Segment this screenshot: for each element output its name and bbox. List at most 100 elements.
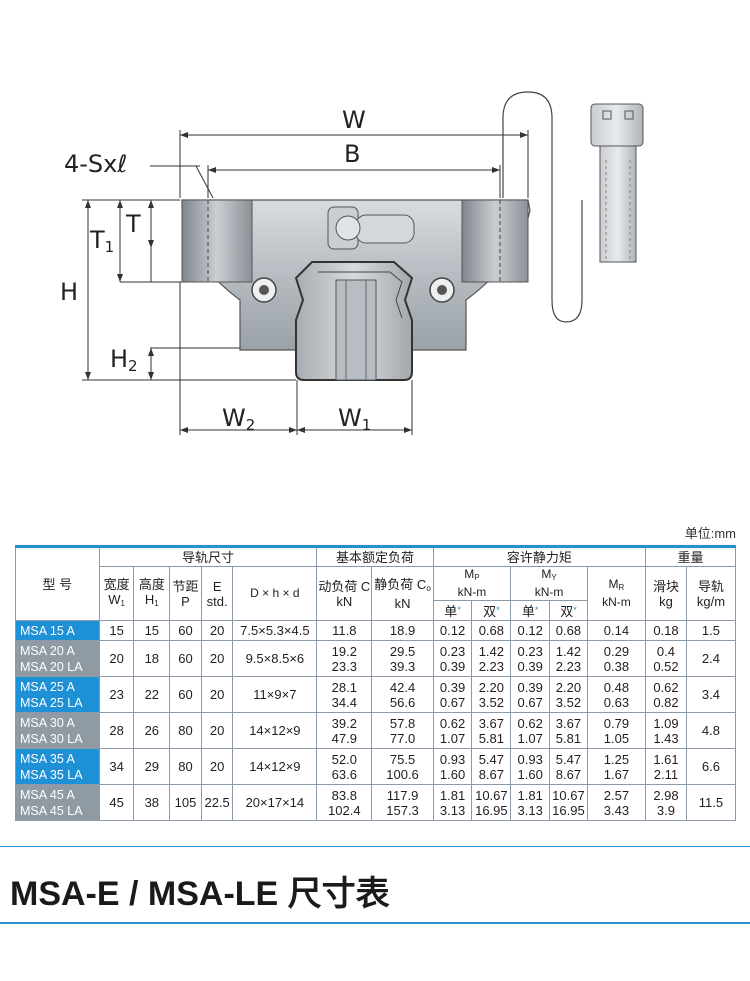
cell-value: 5.47 <box>478 751 505 767</box>
cell-value: 23.3 <box>331 658 357 674</box>
label-w1: W1 <box>338 404 372 434</box>
table-cell: 15 <box>98 620 135 641</box>
title-rule-top <box>0 846 750 847</box>
table-cell: 18 <box>133 640 171 677</box>
table-cell: 80 <box>169 712 202 749</box>
cell-value: 1.07 <box>439 730 466 746</box>
cell-value: 0.4 <box>656 643 675 659</box>
table-cell: 0.68 <box>549 620 588 641</box>
header-mp-single: 单* <box>432 600 473 621</box>
cell-value: 10.67 <box>475 787 508 803</box>
cell-value: MSA 20 A <box>20 643 75 658</box>
table-cell: 20 <box>200 748 234 785</box>
cell-value: 0.38 <box>603 658 630 674</box>
table-cell: 45 <box>98 784 135 821</box>
table-cell: 6.6 <box>685 748 737 785</box>
cell-value: 57.8 <box>389 715 416 731</box>
cell-value: 3.52 <box>478 694 505 710</box>
table-cell: 9.5×8.5×6 <box>232 640 318 677</box>
cell-value: 0.68 <box>555 623 582 638</box>
table-cell: 0.12 <box>510 620 551 641</box>
cell-value: 42.4 <box>389 679 416 695</box>
table-cell: 15 <box>133 620 171 641</box>
table-cell: 7.5×5.3×4.5 <box>232 620 318 641</box>
table-cell: 20×17×14 <box>232 784 318 821</box>
table-cell: 0.18 <box>645 620 687 641</box>
cell-value: 18.9 <box>389 623 416 638</box>
cell-value: 75.5 <box>389 751 416 767</box>
cell-value: 3.13 <box>517 802 543 818</box>
cell-value: 0.14 <box>603 623 630 638</box>
rail-bolt-hole <box>335 279 377 381</box>
cell-value: 1.07 <box>517 730 543 746</box>
cell-value: 5.47 <box>555 751 582 767</box>
cell-value: 16.95 <box>475 802 508 818</box>
dimension-lines <box>82 130 529 435</box>
cell-value: MSA 15 A <box>20 623 75 638</box>
cell-value: 2.20 <box>555 679 582 695</box>
cell-value: 3.67 <box>478 715 505 731</box>
cell-value: MSA 35 A <box>20 751 75 766</box>
cell-value: 5.81 <box>555 730 582 746</box>
table-cell: 34 <box>98 748 135 785</box>
table-cell: 80 <box>169 748 202 785</box>
bolt-icon <box>590 103 644 263</box>
table-cell: 28 <box>98 712 135 749</box>
cell-value: 1.42 <box>555 643 582 659</box>
cell-value: MSA 25 A <box>20 679 75 694</box>
header-rated-load: 基本额定负荷 <box>316 545 434 567</box>
cell-value: 0.39 <box>439 679 466 695</box>
table-cell: 23 <box>98 676 135 713</box>
cell-value: 5.81 <box>478 730 505 746</box>
table-cell: 1.5 <box>685 620 737 641</box>
label-h2: H2 <box>110 345 138 375</box>
cell-value: 19.2 <box>331 643 357 659</box>
header-my-double: 双* <box>549 600 588 621</box>
cell-value: 1.09 <box>653 715 679 731</box>
label-b: B <box>344 140 361 168</box>
label-t: T <box>126 210 141 238</box>
cell-value: 0.18 <box>653 623 679 638</box>
cell-value: 100.6 <box>386 766 419 782</box>
table-cell: 22.5 <box>200 784 234 821</box>
cell-value: 8.67 <box>478 766 505 782</box>
cell-value: MSA 45 LA <box>20 803 83 818</box>
table-cell: 0.12 <box>432 620 473 641</box>
page-title: MSA-E / MSA-LE 尺寸表 <box>10 875 390 913</box>
cell-value: 0.67 <box>517 694 543 710</box>
table-cell: 38 <box>133 784 171 821</box>
table-cell: 11.5 <box>685 784 737 821</box>
cell-value: 47.9 <box>331 730 357 746</box>
cell-value: 0.63 <box>603 694 630 710</box>
cell-value: 3.9 <box>656 802 675 818</box>
cell-value: 0.79 <box>603 715 630 731</box>
cell-value: 0.39 <box>517 658 543 674</box>
cell-value: 0.12 <box>439 623 466 638</box>
cell-value: 3.67 <box>555 715 582 731</box>
header-my-single: 单* <box>510 600 551 621</box>
cell-value: 117.9 <box>386 787 419 803</box>
cell-value: 1.61 <box>653 751 679 767</box>
table-cell: 60 <box>169 676 202 713</box>
cell-value: MSA 30 A <box>20 715 75 730</box>
